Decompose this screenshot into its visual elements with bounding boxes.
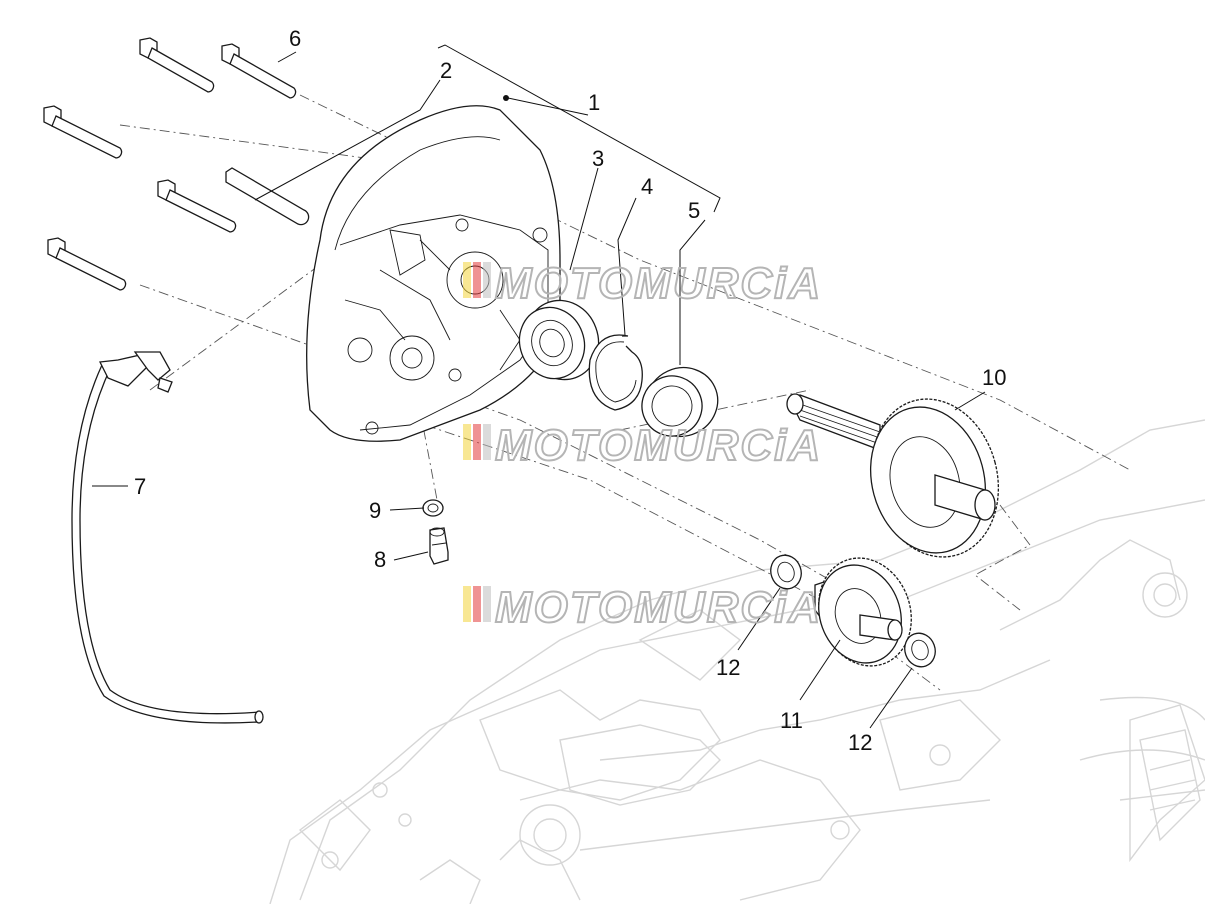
callout-7: 7 [134,474,146,499]
watermark-3: MOTOMURCiA [463,582,822,633]
watermark-flag-stripe [483,586,491,622]
watermark-flag-stripe [473,262,481,298]
bolt-5 [47,237,127,291]
oil-seal [641,366,719,438]
callout-5: 5 [688,198,700,223]
watermark-flag-stripe [483,262,491,298]
callout-9: 9 [369,498,381,523]
engine-block-ghost [269,419,1205,904]
watermark-2: MOTOMURCiA [463,420,822,471]
watermark-flag-stripe [473,424,481,460]
dowel-pin-2 [225,167,310,226]
bolt-2 [221,43,297,99]
callout-10: 10 [982,365,1006,390]
callout-6: 6 [289,26,301,51]
bolt-set [43,37,310,291]
bolt-1 [139,37,215,93]
watermark-text: MOTOMURCiA [495,259,822,308]
group-bracket [437,44,721,213]
watermark-flag-icon [463,424,471,460]
callout-1: 1 [588,90,600,115]
callout-3: 3 [592,146,604,171]
watermark-text: MOTOMURCiA [495,421,822,470]
bolt-3 [43,105,123,159]
callout-8: 8 [374,547,386,572]
leader-lines [92,51,986,729]
callout-12-right: 12 [848,730,872,755]
breather-hose [71,351,264,724]
sealing-washer [422,499,444,517]
output-shaft-gear [786,393,1000,558]
bearing [518,299,600,381]
watermark-flag-icon [463,262,471,298]
callout-2: 2 [440,58,452,83]
drain-screw [429,527,449,565]
callout-4: 4 [641,174,653,199]
intermediate-gear [814,557,912,667]
watermark-flag-stripe [473,586,481,622]
watermark-flag-icon [463,586,471,622]
watermark-text: MOTOMURCiA [495,583,822,632]
bolt-4 [157,179,237,233]
callout-11: 11 [780,708,803,733]
shim-washer-left [770,554,802,590]
watermark-flag-stripe [483,424,491,460]
transmission-cover [306,95,561,442]
callout-labels: 1 2 3 4 5 6 7 8 9 10 11 12 12 [134,26,1006,755]
circlip [588,334,643,411]
watermark-1: MOTOMURCiA [463,258,822,309]
shim-washer-right [904,632,936,668]
callout-12-left: 12 [716,655,740,680]
